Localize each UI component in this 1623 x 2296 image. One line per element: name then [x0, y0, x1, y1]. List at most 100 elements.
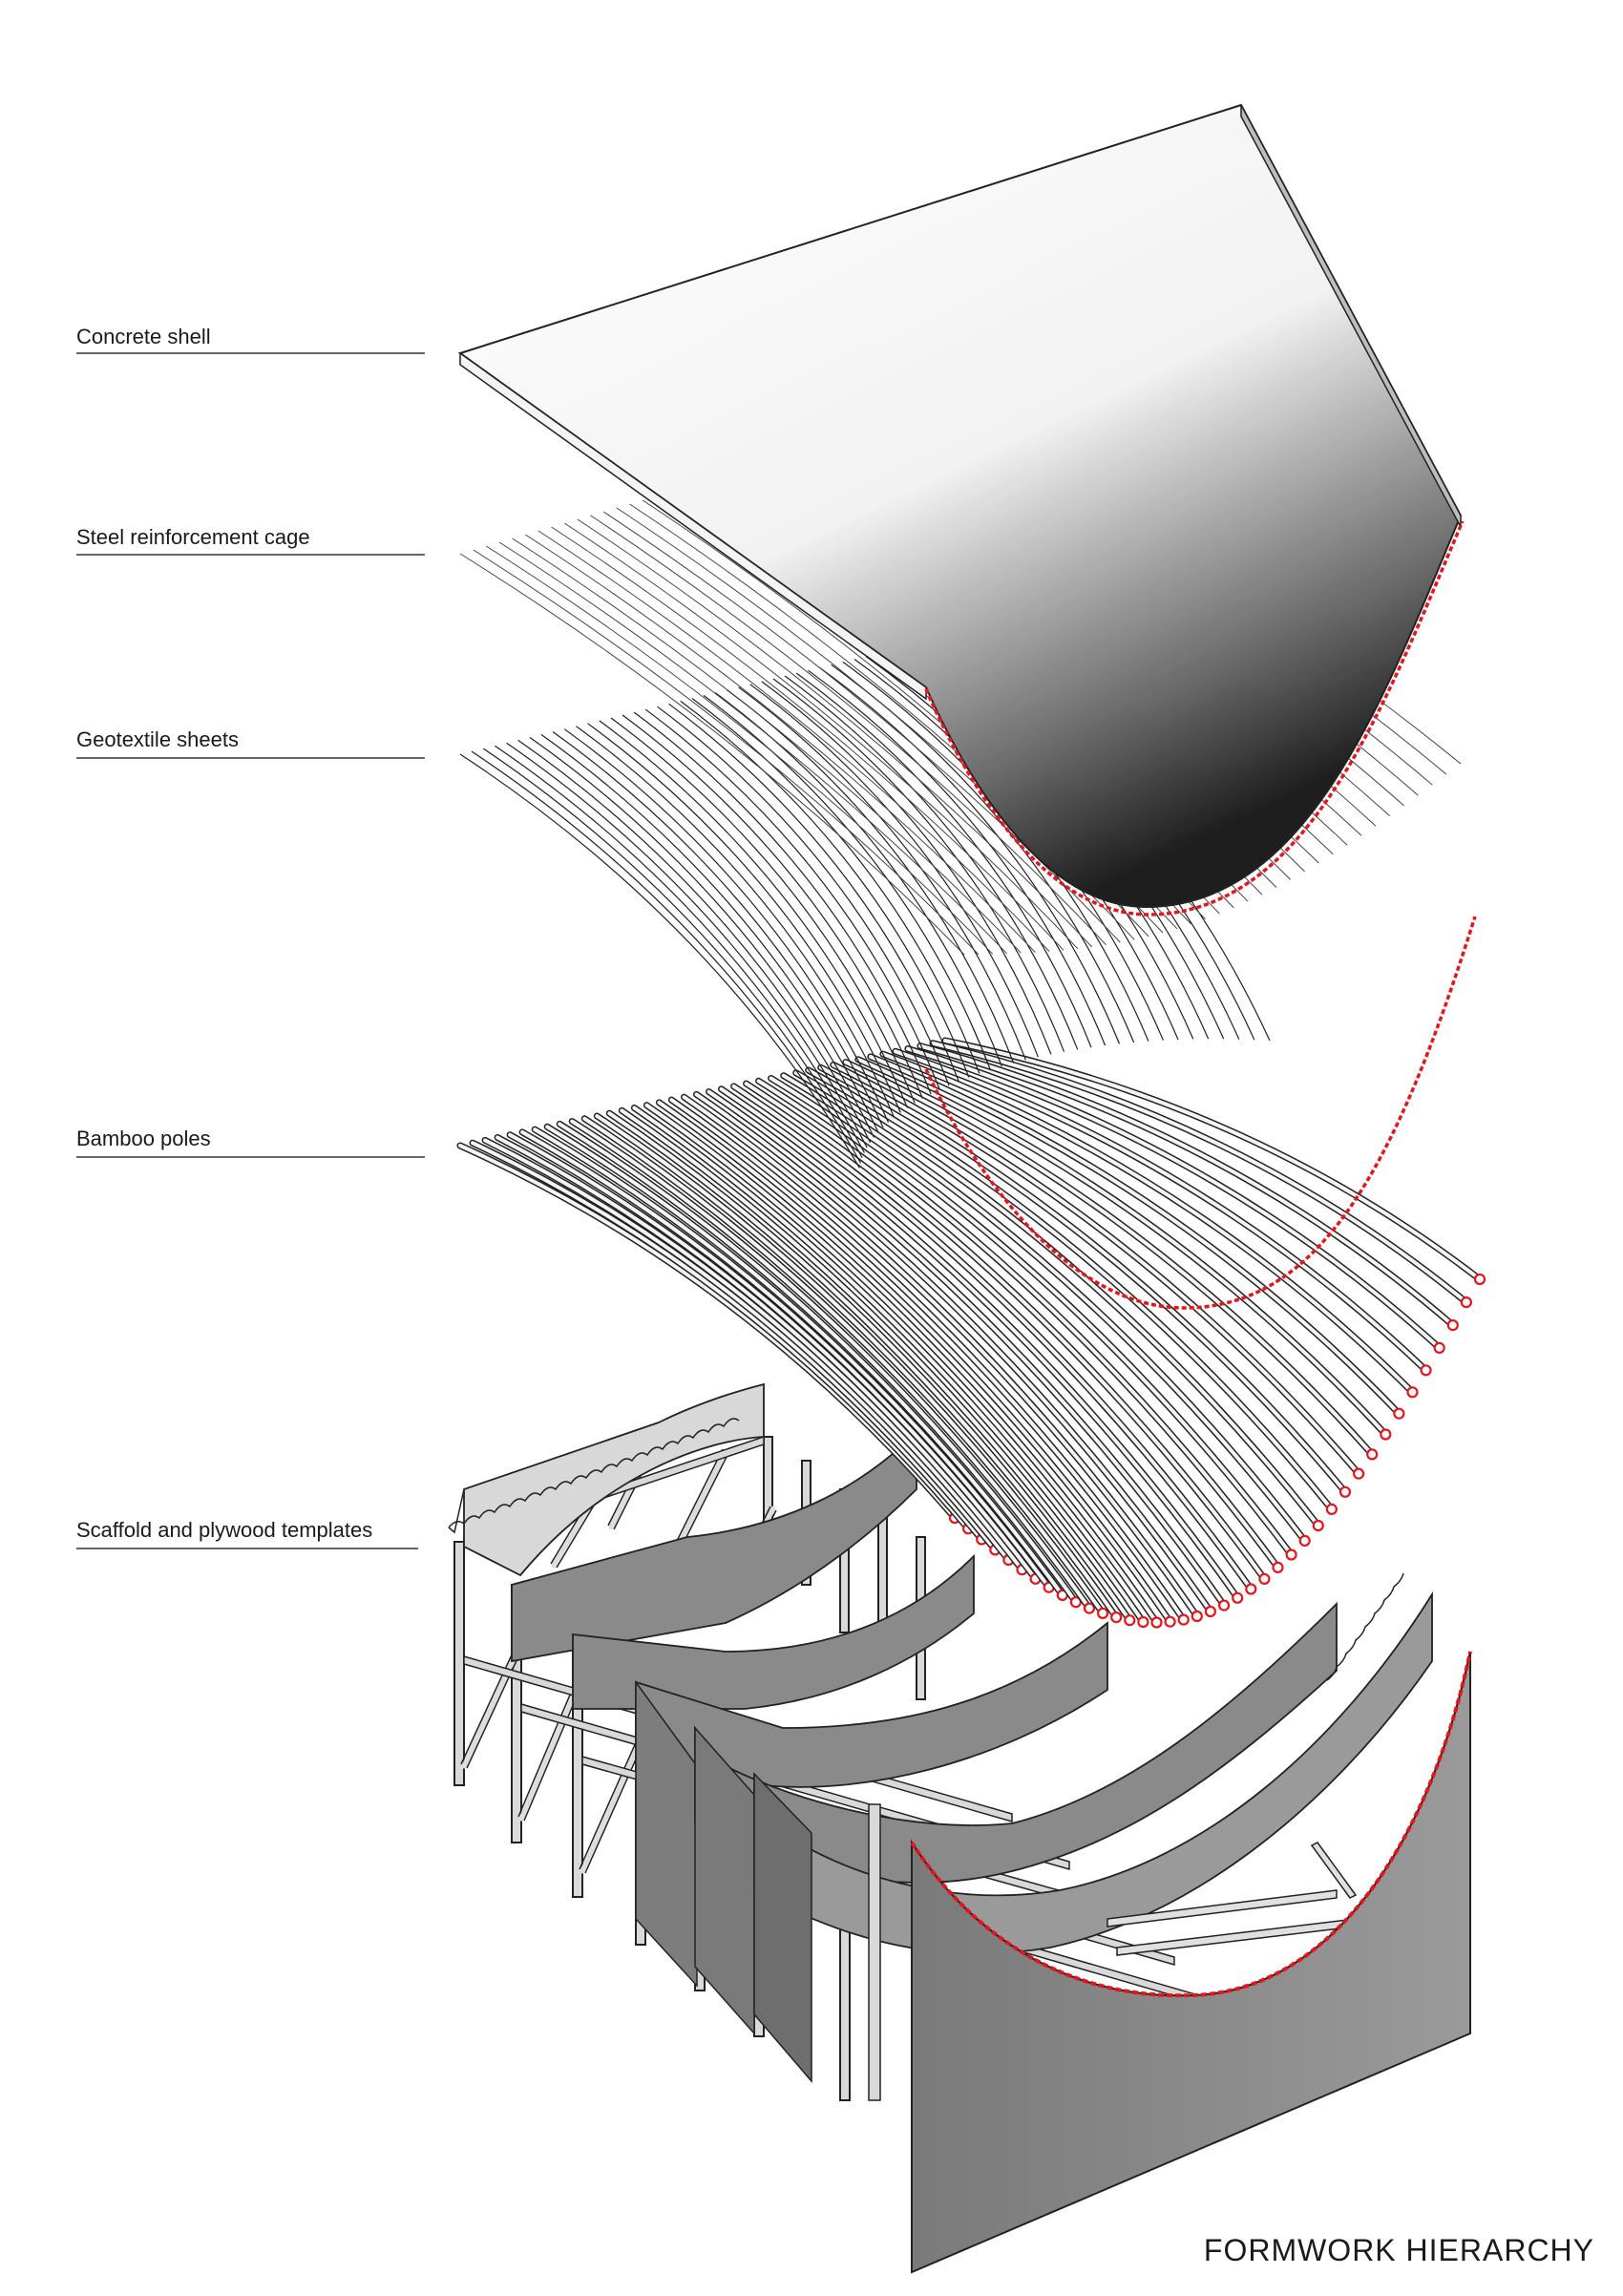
label-scaffold-text: Scaffold and plywood templates: [76, 1518, 372, 1542]
geotextile-strip: [784, 675, 1079, 1050]
bamboo-pole-fill: [731, 1084, 1254, 1591]
bamboo-pole-fill: [893, 1049, 1428, 1373]
plywood-template-1: [448, 1382, 765, 1577]
bamboo-pole-end: [1338, 1485, 1352, 1498]
bamboo-pole-fill: [756, 1079, 1280, 1569]
labels-group: Concrete shell Steel reinforcement cage …: [76, 325, 1593, 2267]
bamboo-pole-fill: [719, 1086, 1240, 1600]
plywood-template-4: [635, 1621, 1108, 1988]
bamboo-pole-end: [1258, 1572, 1271, 1586]
inner-braces: [1107, 1842, 1358, 1956]
plywood-template-5: [694, 1601, 1338, 2035]
label-geotextile: Geotextile sheets: [76, 727, 425, 759]
geotextile-strip: [563, 728, 890, 1123]
plywood-template-3: [572, 1553, 975, 1710]
bamboo-pole-fill: [495, 1135, 998, 1552]
bamboo-pole-fill: [644, 1103, 1159, 1625]
bamboo-pole-fill: [843, 1060, 1375, 1457]
bamboo-pole-fill: [669, 1098, 1186, 1622]
steel-rebar-line: [512, 537, 1022, 954]
geotextile-strip: [471, 750, 862, 1164]
label-steel-cage-text: Steel reinforcement cage: [76, 525, 310, 549]
concrete-shell-curve-highlight: [924, 520, 1465, 916]
bamboo-pole-end: [1150, 1616, 1163, 1629]
label-scaffold: Scaffold and plywood templates: [76, 1518, 418, 1549]
geotextile-strip: [459, 753, 860, 1169]
bamboo-pole-fill: [558, 1122, 1064, 1597]
bamboo-pole-fill: [806, 1068, 1334, 1511]
label-bamboo-text: Bamboo poles: [76, 1127, 211, 1150]
steel-rebar-line: [459, 553, 965, 956]
bamboo-pole-end: [1272, 1561, 1284, 1574]
bamboo-pole-end: [1232, 1591, 1244, 1604]
label-concrete-shell-text: Concrete shell: [76, 325, 211, 348]
bamboo-pole-fill: [880, 1052, 1415, 1395]
bamboo-pole-end: [1083, 1602, 1096, 1614]
steel-rebar-line: [577, 518, 1093, 948]
bamboo-pole-fill: [943, 1039, 1482, 1281]
bamboo-pole-fill: [520, 1129, 1024, 1572]
bamboo-pole-fill: [458, 1144, 957, 1520]
geotextile-strip: [727, 689, 1015, 1064]
geotextile-strip: [495, 745, 865, 1153]
plywood-template-front: [868, 1651, 1472, 2274]
bamboo-pole-fill: [781, 1073, 1307, 1543]
geotextile-strip: [657, 706, 950, 1086]
concrete-shell-edge: [459, 351, 927, 701]
geotextile-strip: [610, 717, 916, 1104]
concrete-shell-surface: [457, 103, 1463, 909]
bamboo-pole-fill: [917, 1043, 1455, 1328]
geotextile-strip: [761, 681, 1052, 1055]
bamboo-pole-fill: [607, 1111, 1119, 1620]
geotextile-strip: [633, 711, 932, 1095]
bamboo-pole-fill: [483, 1138, 984, 1542]
steel-rebar-line: [525, 534, 1036, 953]
bamboo-pole-fill: [831, 1063, 1361, 1476]
bamboo-pole-end: [1096, 1607, 1109, 1620]
steel-rebar-line: [564, 522, 1079, 950]
bamboo-pole-fill: [818, 1065, 1347, 1494]
bamboo-pole-end: [1393, 1407, 1405, 1420]
label-steel-cage: Steel reinforcement cage: [76, 525, 425, 556]
bamboo-pole-end: [1380, 1428, 1392, 1441]
geotextile-strip: [529, 736, 875, 1138]
geotextile-strip: [668, 703, 959, 1082]
geotextile-strip: [506, 742, 868, 1148]
steel-rebar-line: [486, 545, 994, 955]
geotextile-strip: [482, 748, 863, 1159]
bamboo-pole-fill: [533, 1127, 1038, 1581]
bamboo-pole-end: [1204, 1605, 1217, 1618]
bamboo-pole-end: [1245, 1583, 1257, 1595]
concrete-shell-layer: [457, 103, 1465, 916]
scaffold-wavy-edge: [448, 1418, 740, 1528]
scaffold-wavy-edge-right: [1326, 1572, 1404, 1681]
bamboo-pole-end: [1191, 1610, 1203, 1623]
bamboo-pole-end: [1110, 1611, 1123, 1624]
bamboo-pole-end: [1446, 1318, 1459, 1332]
bamboo-pole-end: [1164, 1615, 1176, 1628]
bamboo-pole-end: [1352, 1467, 1365, 1480]
bamboo-pole-fill: [694, 1092, 1212, 1613]
steel-rebar-line: [473, 549, 980, 956]
geotextile-strip: [517, 739, 872, 1144]
bamboo-pole-fill: [855, 1057, 1388, 1437]
bamboo-pole-end: [1312, 1519, 1324, 1532]
label-geotextile-text: Geotextile sheets: [76, 727, 239, 751]
bamboo-pole-fill: [620, 1108, 1132, 1623]
geotextile-strip: [622, 714, 923, 1099]
steel-rebar-line: [551, 526, 1064, 951]
geotextile-strip: [576, 726, 896, 1118]
bamboo-pole-fill: [657, 1100, 1172, 1624]
bamboo-pole-end: [1366, 1448, 1379, 1461]
steel-rebar-line: [602, 511, 1121, 943]
geotextile-strip: [552, 731, 884, 1128]
bamboo-pole-end: [1177, 1613, 1190, 1626]
geotextile-strip: [772, 678, 1065, 1052]
bamboo-pole-end: [1285, 1548, 1297, 1561]
bamboo-pole-fill: [706, 1089, 1227, 1608]
geotextile-strip: [599, 720, 909, 1108]
bamboo-pole-fill: [582, 1116, 1091, 1611]
bamboo-pole-fill: [595, 1114, 1106, 1615]
bamboo-pole-end: [1217, 1599, 1231, 1611]
scaffold-layer: [448, 1382, 1472, 2274]
